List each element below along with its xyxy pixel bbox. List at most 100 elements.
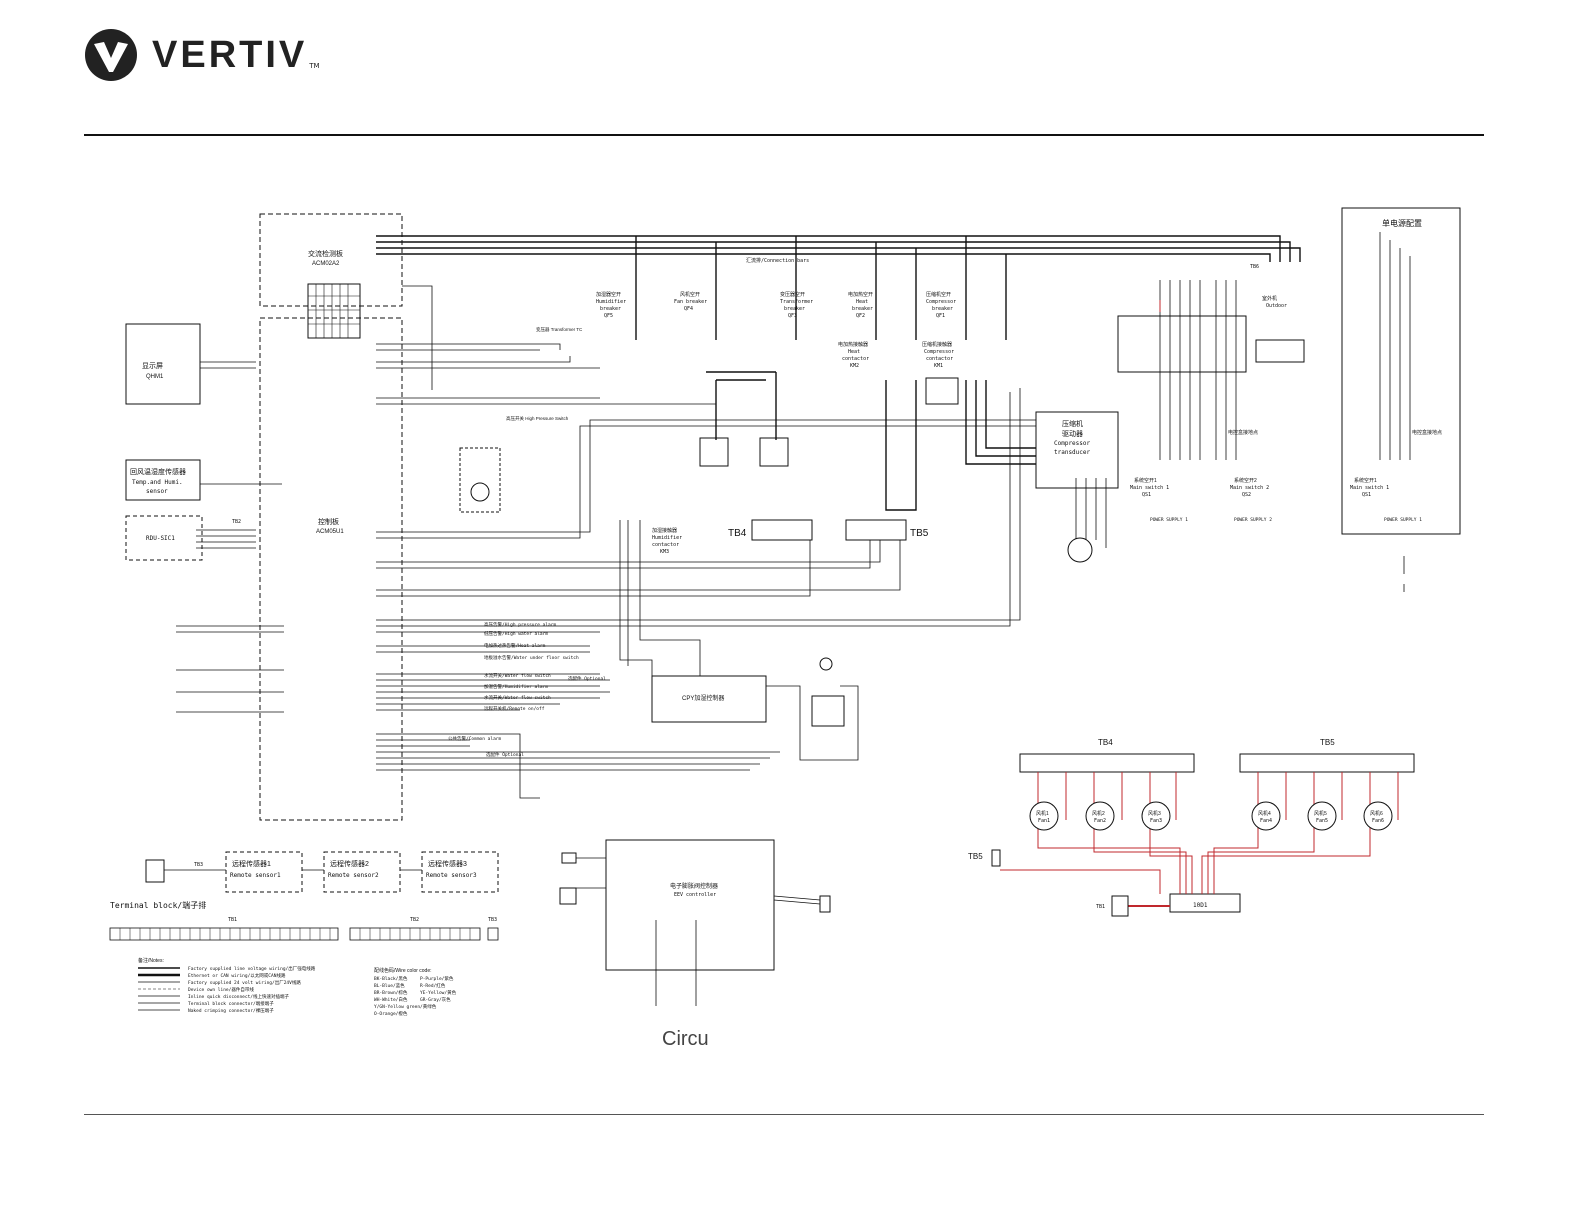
remote-sensor-3-cn: 远程传感器3 <box>428 859 467 868</box>
color-right-3: GR-Gray/灰色 <box>420 996 451 1003</box>
lpt-sensor-icon <box>559 887 577 905</box>
tb5-fan-label: TB5 <box>1320 738 1335 747</box>
fan2-cn: 风机2 <box>1092 810 1105 817</box>
note-0: Factory supplied line voltage wiring/出厂强… <box>188 965 316 972</box>
fan2-motor-icon <box>1085 801 1115 831</box>
transformer-breaker-cn: 变压器空开 <box>780 291 805 298</box>
fan5-en: Fan5 <box>1316 818 1328 824</box>
header-rule <box>84 134 1484 136</box>
connection-bars-label: 汇流排/Connection bars <box>746 257 809 264</box>
compressor-transducer-box <box>1035 411 1119 489</box>
compressor-breaker-cn: 压缩机空开 <box>926 291 951 298</box>
humidifier-tank-icon <box>811 695 845 727</box>
humidifier-motor-box <box>459 447 501 513</box>
heat-contactor-en2: contactor <box>842 356 869 362</box>
fan6-motor-icon <box>1363 801 1393 831</box>
signal-2: 电加热过热告警/Heat alarm <box>484 642 546 649</box>
ac-board-cn: 交流检测板 <box>308 249 343 258</box>
note-4: Inline quick disconnect/线上快速对插端子 <box>188 993 290 1000</box>
compressor-transducer-cn1: 压缩机 <box>1062 419 1083 428</box>
cpy-controller-box <box>651 675 767 723</box>
color-left-4: Y/GN-Yellow green/黄绿色 <box>374 1003 437 1010</box>
compressor-transducer-en1: Compressor <box>1054 440 1091 447</box>
terminal-block-title: Terminal block/端子排 <box>110 900 206 910</box>
signal-1: 低压告警/High water alarm <box>484 630 548 637</box>
note-6: Naked crimping connector/裸压端子 <box>188 1007 274 1014</box>
brand-logo: VERTIV TM <box>84 28 320 82</box>
fan-breaker-cn: 风机空开 <box>680 291 700 298</box>
ground-point-1: 电控盒接地点 <box>1228 429 1258 436</box>
page-caption: Circu <box>662 1028 709 1050</box>
fan3-cn: 风机3 <box>1148 810 1161 817</box>
remote-sensor-1-en: Remote sensor1 <box>230 872 281 879</box>
return-sensor-cn: 回风温湿度传感器 <box>130 467 186 476</box>
compressor-breaker-en1: Compressor <box>926 299 956 305</box>
humidifier-breaker-tag: QF5 <box>604 313 613 319</box>
brand-name: VERTIV <box>152 33 308 76</box>
outdoor-en: Outdoor <box>1266 303 1287 309</box>
note-3: Device own line/器件自带线 <box>188 986 254 993</box>
fan1-motor-icon <box>1029 801 1059 831</box>
fan5-motor-icon <box>1307 801 1337 831</box>
fan6-en: Fan6 <box>1372 818 1384 824</box>
eev-en: EEV controller <box>674 892 716 898</box>
tb5-label: TB5 <box>910 528 929 539</box>
remote-sensor-2-outline <box>323 851 401 893</box>
tb1-plug-label: TB1 <box>1096 904 1105 910</box>
fan5-cn: 风机5 <box>1314 810 1327 817</box>
optional-label-1: 选配件 Optional <box>568 675 606 682</box>
humidifier-contactor-en2: contactor <box>652 542 679 548</box>
high-pressure-switch-label: 高压开关 High Pressure Switch <box>506 415 569 422</box>
display-box <box>125 323 201 405</box>
footer-rule <box>84 1114 1484 1115</box>
remote-sensor-2-en: Remote sensor2 <box>328 872 379 879</box>
remote-sensor-1-outline <box>225 851 303 893</box>
tb4-fan-label: TB4 <box>1098 738 1113 747</box>
main-switch-1-en: Main switch 1 <box>1130 485 1169 491</box>
control-board-code: ACM05U1 <box>316 529 344 535</box>
single-power-label: 单电源配置 <box>1382 218 1422 228</box>
tb5-plug-icon <box>991 849 1001 867</box>
power-supply-2: POWER SUPPLY 2 <box>1234 517 1272 523</box>
strip-tb1-label: TB1 <box>228 917 237 923</box>
tb2-rdu-label: TB2 <box>232 519 241 525</box>
terminal-strip-tb3 <box>487 927 499 941</box>
main-switch-2-cn: 系统空开2 <box>1234 477 1257 484</box>
main-switch-1-cn: 系统空开1 <box>1134 477 1157 484</box>
fan4-cn: 风机4 <box>1258 810 1271 817</box>
display-cn: 显示屏 <box>142 362 163 370</box>
rdu-outline <box>125 515 203 561</box>
heat-contactor-tag: KM2 <box>850 363 859 369</box>
main-switch-1-tag: QS1 <box>1142 492 1151 498</box>
cpy-label: CPY加湿控制器 <box>682 694 724 702</box>
transformer-breaker-en2: breaker <box>784 306 805 312</box>
ac-board-code: ACM02A2 <box>312 261 340 267</box>
single-main-switch-tag: QS1 <box>1362 492 1371 498</box>
humidifier-breaker-en1: Humidifier <box>596 299 626 305</box>
single-main-switch-en: Main switch 1 <box>1350 485 1389 491</box>
eev-controller-box <box>605 839 775 971</box>
tb4-block <box>751 519 813 541</box>
remote-sensor-3-en: Remote sensor3 <box>426 872 477 879</box>
humidifier-breaker-en2: breaker <box>600 306 621 312</box>
tb1-plug-icon <box>1111 895 1129 917</box>
color-right-0: P-Purple/紫色 <box>420 975 454 982</box>
fan1-cn: 风机1 <box>1036 810 1049 817</box>
return-sensor-en2: sensor <box>146 488 168 495</box>
eev-valve-icon <box>819 895 831 913</box>
heat-breaker-tag: QF2 <box>856 313 865 319</box>
compressor-breaker-en2: breaker <box>932 306 953 312</box>
humidifier-contactor-en1: Humidifier <box>652 535 682 541</box>
power-supply-1: POWER SUPPLY 1 <box>1150 517 1188 523</box>
single-power-box <box>1341 207 1461 535</box>
heat-contactor-en1: Heat <box>848 349 860 355</box>
cpy-pump-icon <box>819 657 833 671</box>
note-5: Terminal block connector/端接端子 <box>188 1000 274 1007</box>
eev-cn: 电子膨胀阀控制器 <box>670 882 718 890</box>
remote-sensor-1-cn: 远程传感器1 <box>232 859 271 868</box>
tb5-plug-label: TB5 <box>968 852 983 861</box>
connector-grid <box>307 283 361 339</box>
compressor-contactor-en2: contactor <box>926 356 953 362</box>
signal-6: 水流开关/Water flow switch <box>484 694 551 701</box>
ground-point-2: 电控盒接地点 <box>1412 429 1442 436</box>
